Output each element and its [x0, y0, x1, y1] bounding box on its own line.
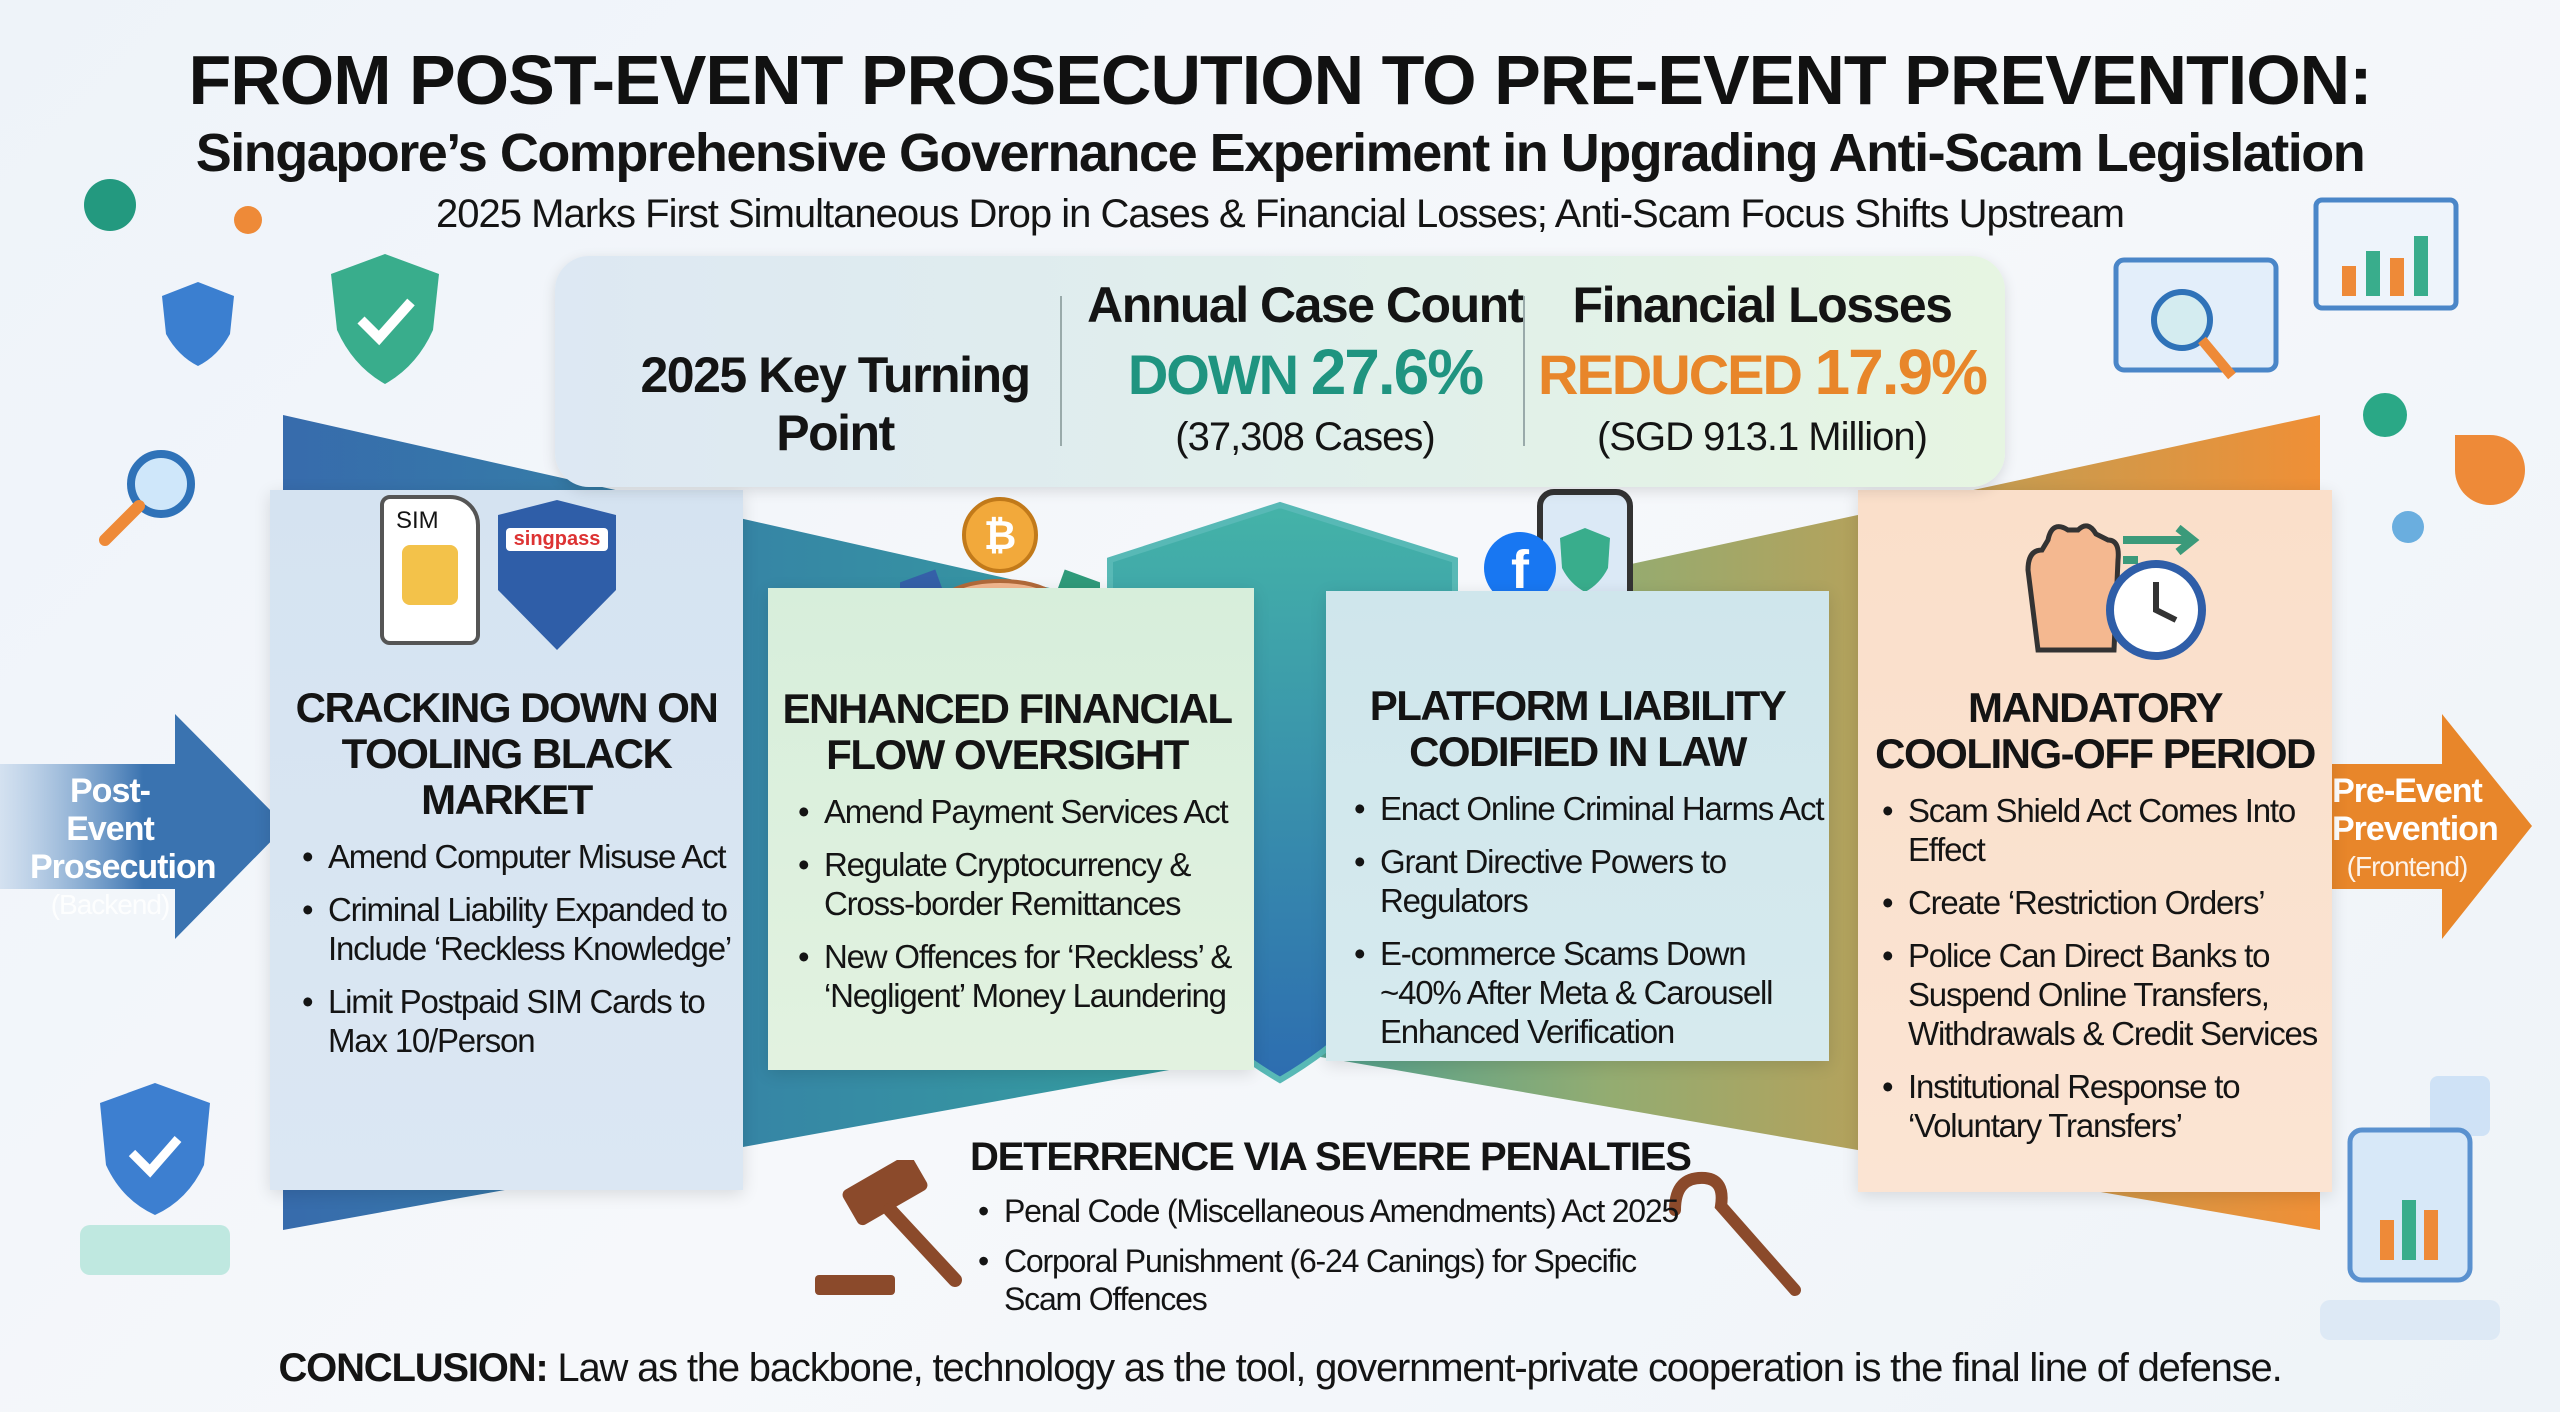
arrow-left-line1: Post-Event	[66, 772, 155, 848]
arrow-left-line2: Prosecution	[30, 848, 216, 886]
arrow-right-line2: Prevention	[2332, 810, 2499, 848]
bullet: Scam Shield Act Comes Into Effect	[1874, 791, 2332, 869]
case-count-detail: (37,308 Cases)	[1175, 415, 1435, 459]
shield-check-icon	[331, 254, 439, 384]
magnifier-icon	[99, 450, 195, 546]
key-turning-point-label: 2025 Key Turning Point	[640, 347, 1031, 461]
bullet: Corporal Punishment (6-24 Canings) for S…	[970, 1242, 1650, 1318]
bullet: New Offences for ‘Reckless’ & ‘Negligent…	[790, 937, 1254, 1015]
bullet: Institutional Response to ‘Voluntary Tra…	[1874, 1067, 2332, 1145]
financial-losses-word: REDUCED	[1538, 343, 1803, 406]
divider	[1523, 296, 1525, 446]
divider	[1060, 296, 1062, 446]
key-turning-point-box: 2025 Key Turning Point Annual Case Count…	[555, 256, 2005, 487]
financial-losses-heading: Financial Losses	[1572, 277, 1953, 333]
shield-icon	[162, 282, 234, 366]
tagline: 2025 Marks First Simultaneous Drop in Ca…	[436, 192, 2125, 236]
case-count-value: 27.6%	[1310, 336, 1484, 408]
financial-losses-value: 17.9%	[1814, 336, 1988, 408]
financial-losses-detail: (SGD 913.1 Million)	[1596, 415, 1928, 459]
hand-clock-icon	[2025, 523, 2206, 660]
sim-label: SIM	[396, 507, 439, 534]
financial-losses-stat: Financial Losses REDUCED 17.9% (SGD 913.…	[1527, 276, 1997, 461]
singpass-shield-icon: singpass	[498, 500, 616, 650]
deterrence-section: DETERRENCE VIA SEVERE PENALTIES Penal Co…	[970, 1135, 1770, 1318]
case-count-stat: Annual Case Count DOWN 27.6% (37,308 Cas…	[1070, 276, 1540, 461]
bullet: Penal Code (Miscellaneous Amendments) Ac…	[970, 1192, 1770, 1230]
singpass-label: singpass	[506, 528, 608, 551]
bullet: Create ‘Restriction Orders’	[1874, 883, 2332, 922]
case-count-heading: Annual Case Count	[1087, 277, 1524, 333]
svg-text:f: f	[1511, 540, 1530, 600]
bullet: Enact Online Criminal Harms Act	[1346, 789, 1829, 828]
bullet: Regulate Cryptocurrency & Cross-border R…	[790, 845, 1254, 923]
bullet: Police Can Direct Banks to Suspend Onlin…	[1874, 936, 2332, 1053]
deterrence-title: DETERRENCE VIA SEVERE PENALTIES	[970, 1135, 1692, 1179]
main-title: FROM POST-EVENT PROSECUTION TO PRE-EVENT…	[188, 41, 2372, 119]
gavel-icon	[815, 1160, 962, 1295]
analytics-device-icon	[2320, 1076, 2500, 1340]
case-count-word: DOWN	[1127, 343, 1299, 406]
subtitle: Singapore’s Comprehensive Governance Exp…	[195, 123, 2366, 183]
shield-pedestal-icon	[80, 1083, 230, 1275]
bullet: Amend Payment Services Act	[790, 792, 1254, 831]
conclusion: CONCLUSION: Law as the backbone, technol…	[0, 1346, 2560, 1391]
bullet: Grant Directive Powers to Regulators	[1346, 842, 1829, 920]
arrow-right-sub: (Frontend)	[2346, 851, 2469, 882]
conclusion-text: Law as the backbone, technology as the t…	[547, 1346, 2282, 1390]
bullet: Limit Postpaid SIM Cards to Max 10/Perso…	[294, 982, 743, 1060]
conclusion-label: CONCLUSION:	[278, 1346, 549, 1390]
search-screen-icon	[2113, 257, 2279, 380]
bullet: E-commerce Scams Down ~40% After Meta & …	[1346, 934, 1829, 1051]
arrow-left-sub: (Backend)	[50, 889, 171, 920]
bullet: Criminal Liability Expanded to Include ‘…	[294, 890, 743, 968]
sim-card-icon: SIM	[380, 495, 480, 645]
svg-text:₿: ₿	[984, 514, 1017, 558]
arrow-right-line1: Pre-Event	[2332, 772, 2483, 810]
chart-screen-icon	[2313, 197, 2459, 311]
bullet: Amend Computer Misuse Act	[294, 837, 743, 876]
